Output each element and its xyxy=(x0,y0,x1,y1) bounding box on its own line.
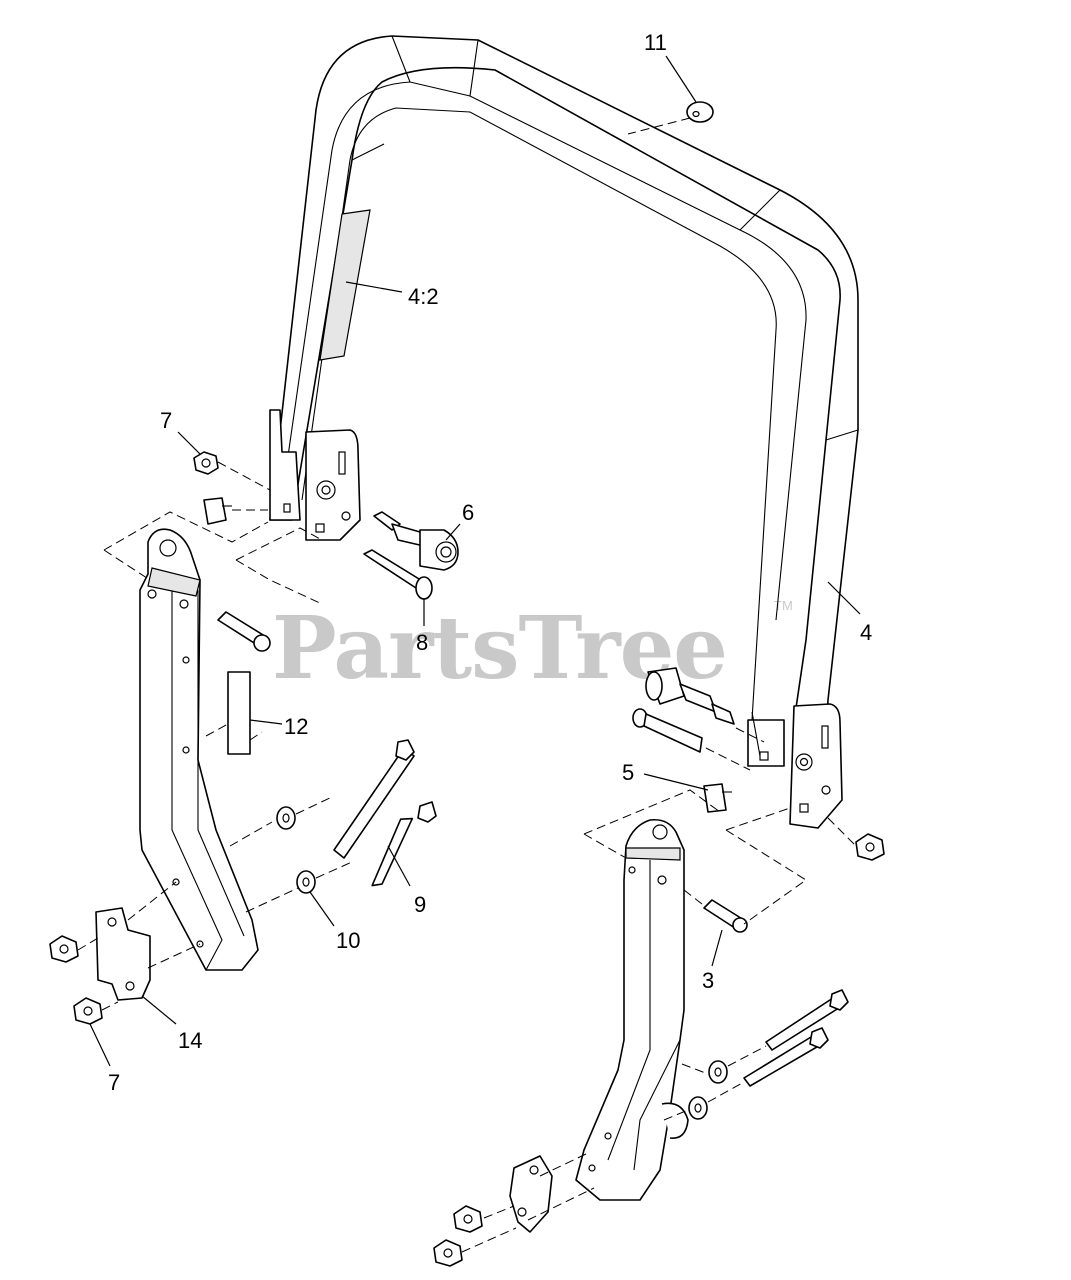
callout-7-bottom: 7 xyxy=(108,1070,120,1095)
callout-12: 12 xyxy=(284,714,308,739)
plate-right xyxy=(509,1155,553,1233)
callout-8: 8 xyxy=(416,630,428,655)
decal-4-2 xyxy=(319,209,371,361)
bolt-right-upper xyxy=(765,989,849,1051)
part-9-bolt-left-lower xyxy=(371,801,437,887)
part-12-decal xyxy=(227,671,251,755)
nut-bottom-upper xyxy=(453,1205,483,1233)
part-14-plate-left xyxy=(95,907,151,1001)
callout-9: 9 xyxy=(414,892,426,917)
part-8-pin-right xyxy=(632,708,703,753)
left-lower-arm xyxy=(139,528,259,971)
callout-3: 3 xyxy=(702,968,714,993)
callout-4: 4 xyxy=(860,620,872,645)
part-7-nut-top xyxy=(193,451,219,475)
watermark-trademark: TM xyxy=(774,598,793,613)
callout-leaders xyxy=(89,55,861,1067)
callout-10: 10 xyxy=(336,928,360,953)
washer-hole xyxy=(302,877,310,887)
part-3-bushing-left xyxy=(217,611,271,652)
washer-hole xyxy=(282,813,290,823)
rollbar-hoop xyxy=(269,35,859,767)
part-8-pin-left xyxy=(363,549,433,600)
part-5-knob-right xyxy=(703,783,732,813)
part-7-nut-left-lower xyxy=(73,997,103,1025)
nut-bottom-lower xyxy=(433,1239,463,1267)
part-9-bolt-left-upper xyxy=(333,739,415,859)
part-6-pin-right xyxy=(645,667,735,725)
part-5-knob-left xyxy=(203,497,232,525)
part-3-bushing-right xyxy=(703,899,748,933)
right-mount-bracket xyxy=(759,703,843,829)
washer-hole xyxy=(694,1103,702,1113)
nut-right-side xyxy=(855,833,885,861)
callout-6: 6 xyxy=(462,500,474,525)
part-11-washer xyxy=(627,101,714,135)
right-lower-arm xyxy=(575,818,689,1201)
callout-11: 11 xyxy=(644,30,667,55)
bolt-right-lower xyxy=(743,1027,829,1087)
callout-4-2: 4:2 xyxy=(408,284,439,309)
part-6-pin-left xyxy=(373,511,459,571)
callout-5: 5 xyxy=(622,760,634,785)
washer-hole xyxy=(714,1067,722,1077)
callout-14: 14 xyxy=(178,1028,202,1053)
part-7-nut-left-upper xyxy=(49,935,79,963)
left-mount-bracket xyxy=(269,409,361,541)
assembly-centerlines xyxy=(77,461,857,1253)
callout-7-top: 7 xyxy=(160,408,172,433)
